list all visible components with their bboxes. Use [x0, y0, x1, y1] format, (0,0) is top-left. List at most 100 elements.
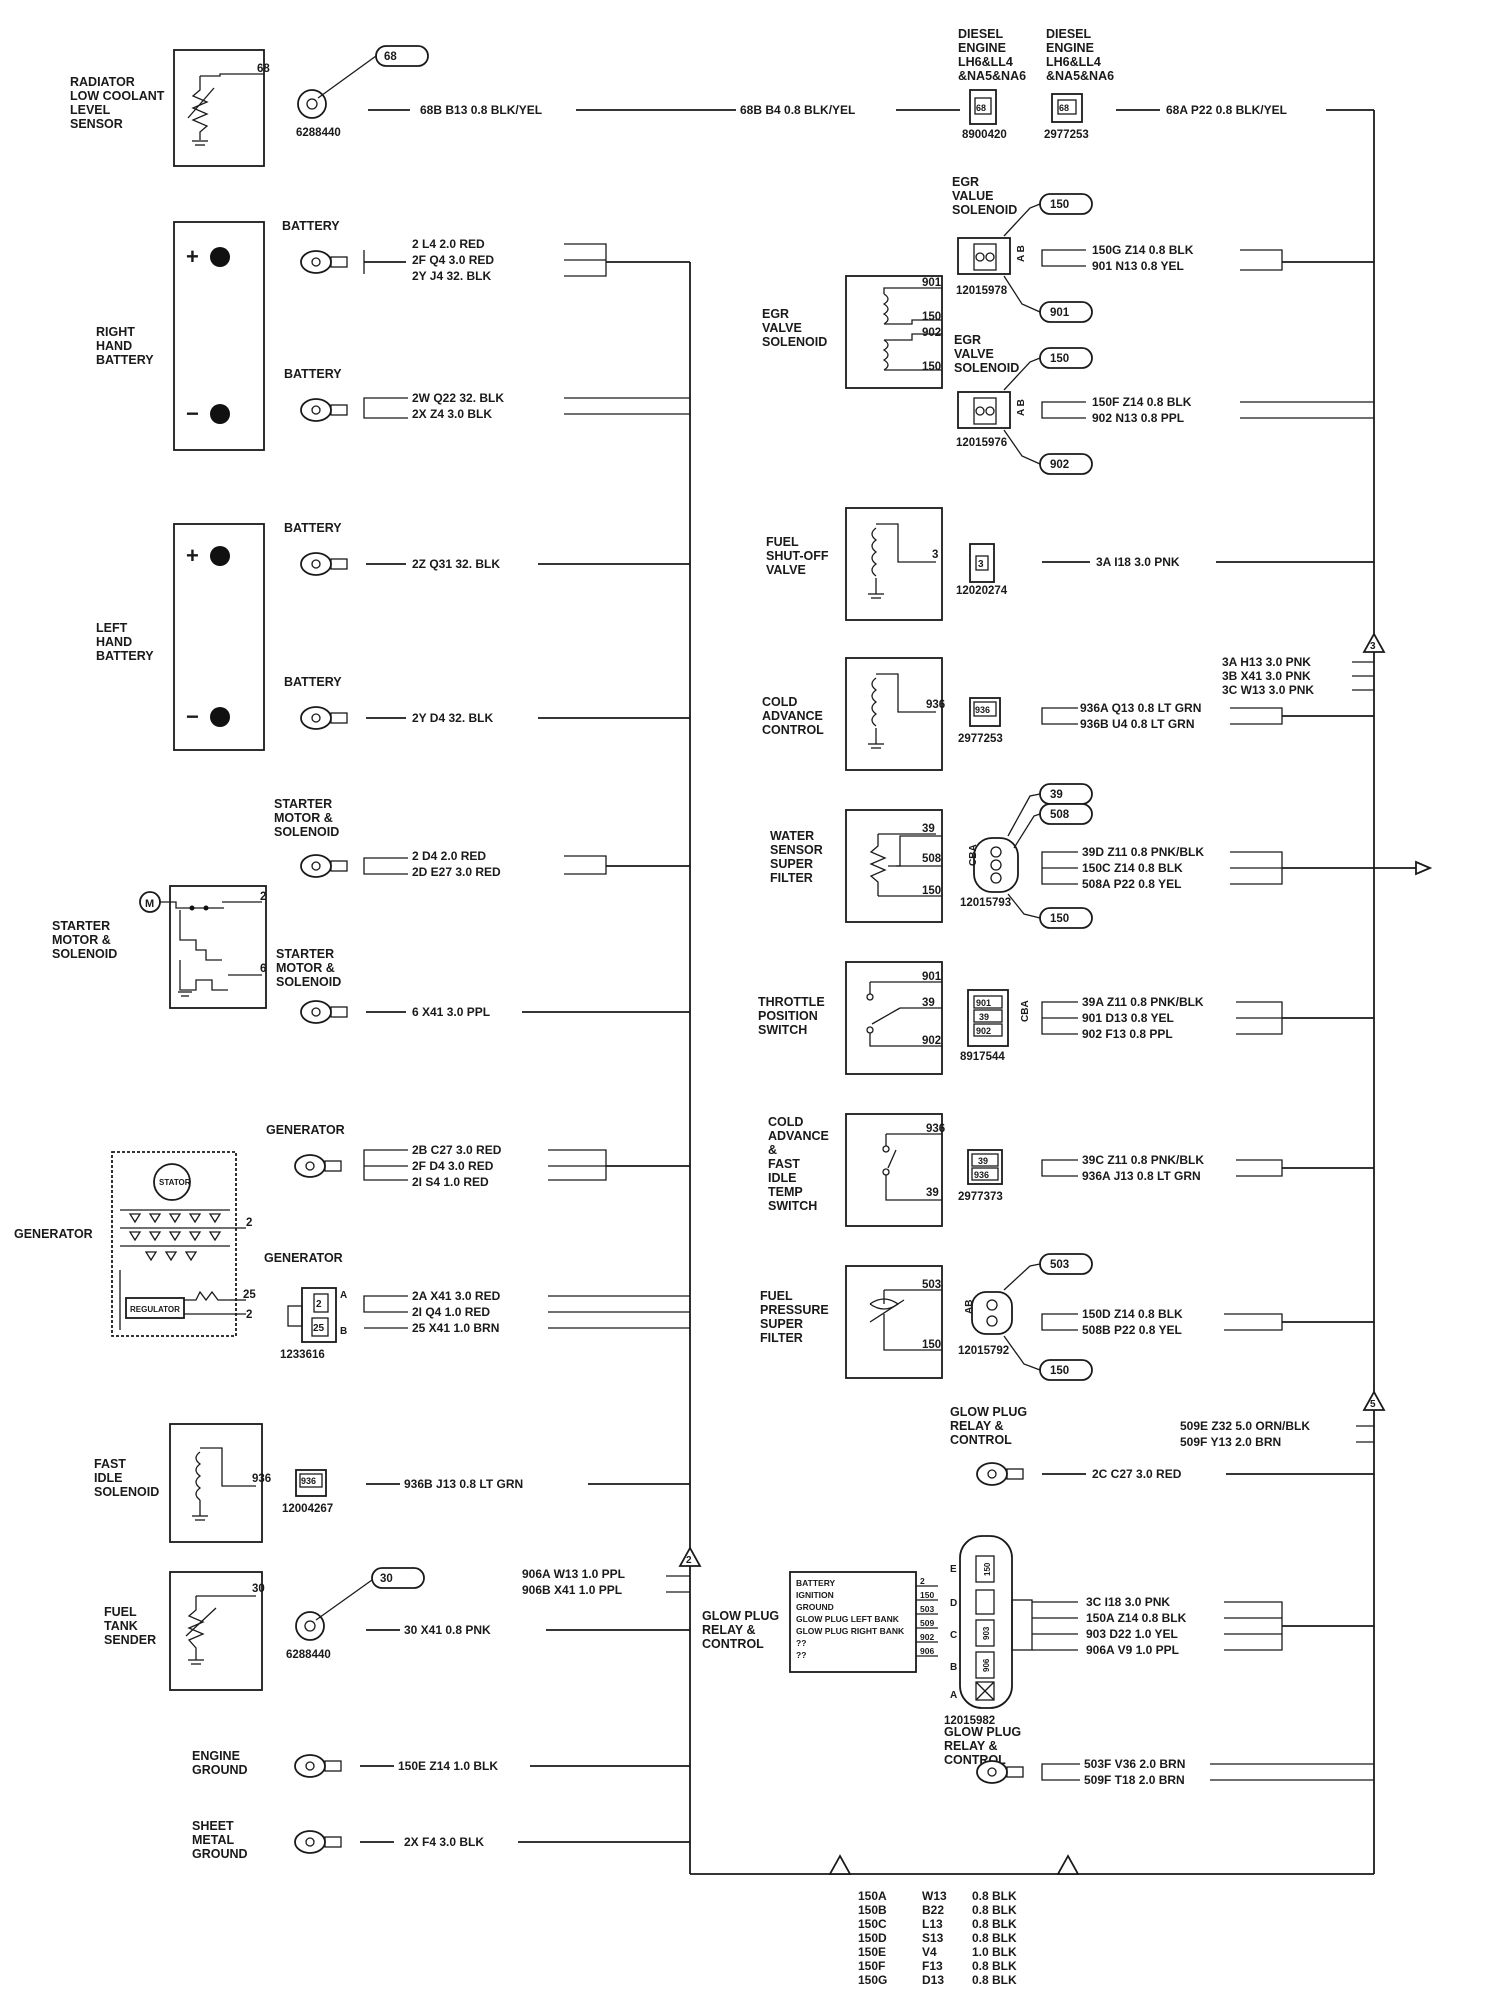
wire-2i-s4: 2I S4 1.0 RED — [412, 1175, 489, 1189]
wire-509e-z32: 509E Z32 5.0 ORN/BLK — [1180, 1419, 1310, 1433]
part-12015792: 12015792 — [958, 1345, 1009, 1357]
svg-text:68: 68 — [384, 51, 397, 63]
ring-terminal — [294, 1154, 326, 1178]
svg-text:B22: B22 — [922, 1903, 944, 1917]
splice-marker — [1362, 1390, 1386, 1411]
tag-901 — [1039, 301, 1093, 323]
svg-text:2: 2 — [316, 1299, 322, 1310]
svg-text:2: 2 — [246, 1309, 252, 1321]
part-12015982: 12015982 — [944, 1715, 995, 1727]
resistor — [191, 76, 209, 140]
wire-906b-x41: 906B X41 1.0 PPL — [522, 1583, 622, 1597]
svg-text:150: 150 — [1050, 199, 1069, 211]
arrow-right — [1415, 860, 1433, 876]
svg-text:AB: AB — [964, 1300, 975, 1314]
diode-bridge — [128, 1213, 222, 1262]
ring-terminal — [300, 398, 332, 422]
svg-text:1.0 BLK: 1.0 BLK — [972, 1945, 1017, 1959]
part-6288440b: 6288440 — [286, 1649, 331, 1661]
part-8917544: 8917544 — [960, 1051, 1005, 1063]
throttle-box — [845, 961, 943, 1075]
ring-terminal — [300, 552, 332, 576]
svg-text:150C: 150C — [858, 1917, 887, 1931]
wire-68a-p22: 68A P22 0.8 BLK/YEL — [1166, 103, 1287, 117]
svg-text:150B: 150B — [858, 1903, 887, 1917]
svg-text:68: 68 — [1059, 103, 1069, 113]
connector-2977373 — [967, 1149, 1003, 1185]
battery-terminal-label: BATTERY — [284, 367, 342, 381]
tag-150b — [1039, 347, 1093, 369]
svg-text:901: 901 — [922, 277, 942, 289]
wire-39c-z11: 39C Z11 0.8 PNK/BLK — [1082, 1153, 1204, 1167]
ring-terminal — [300, 854, 332, 878]
svg-text:−: − — [186, 401, 199, 426]
wire-39d-z11: 39D Z11 0.8 PNK/BLK — [1082, 845, 1204, 859]
svg-text:BATTERY: BATTERY — [284, 521, 342, 535]
svg-text:0.8 BLK: 0.8 BLK — [972, 1931, 1017, 1945]
part-2977373: 2977373 — [958, 1191, 1003, 1203]
svg-text:68: 68 — [976, 103, 986, 113]
svg-text:L13: L13 — [922, 1917, 943, 1931]
egr-solenoid-box — [845, 275, 943, 389]
svg-text:CBA: CBA — [968, 844, 979, 866]
part-8900420: 8900420 — [962, 129, 1007, 141]
wire-150g-z14: 150G Z14 0.8 BLK — [1092, 243, 1194, 257]
wire-68b-b13: 68B B13 0.8 BLK/YEL — [420, 103, 542, 117]
regulator — [125, 1297, 185, 1319]
svg-text:901: 901 — [976, 998, 991, 1008]
svg-text:150A: 150A — [858, 1889, 887, 1903]
svg-text:150: 150 — [1050, 353, 1069, 365]
svg-text:906: 906 — [982, 1658, 991, 1672]
connector-12015792 — [971, 1291, 1013, 1335]
svg-text:936: 936 — [974, 1170, 989, 1180]
wire-508b-p22: 508B P22 0.8 YEL — [1082, 1323, 1182, 1337]
svg-text:30: 30 — [380, 1573, 393, 1585]
svg-text:30: 30 — [252, 1583, 265, 1595]
svg-text:S13: S13 — [922, 1931, 944, 1945]
fuel-shutoff-box — [845, 507, 943, 621]
svg-text:150E: 150E — [858, 1945, 886, 1959]
svg-text:BATTERY: BATTERY — [284, 675, 342, 689]
connector-8900420 — [969, 89, 997, 125]
fuel-tank-box — [169, 1571, 263, 1691]
svg-text:A: A — [340, 1290, 347, 1301]
connector-8917544 — [967, 989, 1009, 1047]
generator-terminal-label: GENERATOR — [266, 1123, 345, 1137]
svg-text:509: 509 — [920, 1618, 934, 1628]
svg-text:W13: W13 — [922, 1889, 947, 1903]
cold-advance-box — [845, 657, 943, 771]
wire-150c-z14: 150C Z14 0.8 BLK — [1082, 861, 1183, 875]
svg-text:39: 39 — [978, 1156, 988, 1166]
ring-terminal — [300, 706, 332, 730]
wire-936b-u4: 936B U4 0.8 LT GRN — [1080, 717, 1194, 731]
tag-150 — [1039, 193, 1093, 215]
part-2977253-top: 2977253 — [1044, 129, 1089, 141]
svg-text:3: 3 — [932, 549, 938, 561]
ring-terminal — [976, 1760, 1008, 1784]
svg-text:GLOW PLUG LEFT BANK: GLOW PLUG LEFT BANK — [796, 1614, 900, 1624]
svg-text:GENERATOR: GENERATOR — [264, 1251, 343, 1265]
svg-text:−: − — [186, 704, 199, 729]
tag-508 — [1039, 803, 1093, 825]
ring-terminal — [294, 1830, 326, 1854]
wire-150d-z14: 150D Z14 0.8 BLK — [1082, 1307, 1183, 1321]
wire-2x-z4: 2X Z4 3.0 BLK — [412, 407, 492, 421]
svg-text:??: ?? — [796, 1638, 806, 1648]
svg-text:936: 936 — [926, 1123, 945, 1135]
svg-text:150: 150 — [922, 885, 941, 897]
svg-text:5: 5 — [1370, 1399, 1376, 1410]
svg-text:503: 503 — [1050, 1259, 1069, 1271]
svg-text:39: 39 — [1050, 789, 1063, 801]
part-12015793: 12015793 — [960, 897, 1011, 909]
svg-text:150: 150 — [1050, 913, 1069, 925]
ring-terminal — [294, 1754, 326, 1778]
svg-text:STATOR: STATOR — [159, 1178, 191, 1187]
fast-idle-box — [169, 1423, 263, 1543]
